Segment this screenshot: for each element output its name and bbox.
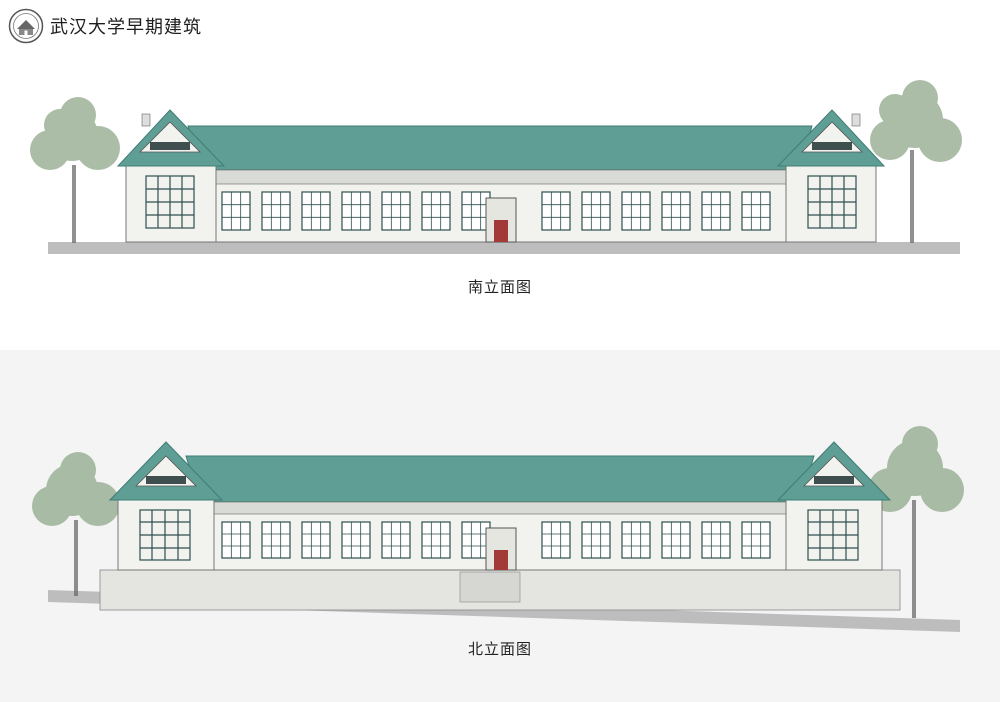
north-elevation-drawing [32, 426, 964, 632]
brand-title: 武汉大学早期建筑 [50, 17, 202, 38]
facade-window [701, 521, 731, 559]
right-wing-windows [807, 175, 857, 229]
facade-window [741, 191, 771, 231]
left-wing-windows [145, 175, 195, 229]
facade-window [341, 521, 371, 559]
south-elevation-drawing [30, 80, 962, 254]
right-tree [868, 426, 964, 618]
right-wing-windows [807, 509, 859, 561]
left-tree [32, 452, 120, 596]
south-elevation-caption: 南立面图 [467, 278, 532, 296]
facade-window [261, 521, 291, 559]
facade-window [381, 191, 411, 231]
window-row [221, 191, 771, 231]
facade-window [701, 191, 731, 231]
facade-window [341, 191, 371, 231]
facade-window [421, 191, 451, 231]
university-seal-icon [8, 8, 44, 44]
facade-window [541, 521, 571, 559]
facade-window [621, 521, 651, 559]
facade-window [261, 191, 291, 231]
entrance-door [494, 220, 508, 242]
page-header: 武汉大学早期建筑 [8, 8, 202, 44]
facade-window [461, 191, 491, 231]
facade-window [301, 191, 331, 231]
facade-window [741, 521, 771, 559]
entrance-door [494, 550, 508, 570]
ground-line [48, 242, 960, 254]
north-elevation-caption: 北立面图 [467, 640, 532, 658]
bracket-band [199, 501, 801, 515]
bracket-band [199, 169, 801, 185]
facade-window [581, 521, 611, 559]
right-tree [870, 80, 962, 243]
facade-window [661, 521, 691, 559]
facade-window [621, 191, 651, 231]
facade-window [661, 191, 691, 231]
facade-window [301, 521, 331, 559]
facade-window [221, 521, 251, 559]
left-wing-wall [125, 165, 217, 243]
facade-window [421, 521, 451, 559]
window-row [221, 521, 771, 559]
main-roof [185, 455, 815, 503]
facade-window [381, 521, 411, 559]
right-wing-wall [785, 165, 877, 243]
left-wing-windows [139, 509, 191, 561]
entrance-steps [459, 571, 521, 603]
main-roof [187, 125, 813, 171]
left-tree [30, 97, 120, 243]
facade-window [541, 191, 571, 231]
facade-window [581, 191, 611, 231]
facade-window [221, 191, 251, 231]
